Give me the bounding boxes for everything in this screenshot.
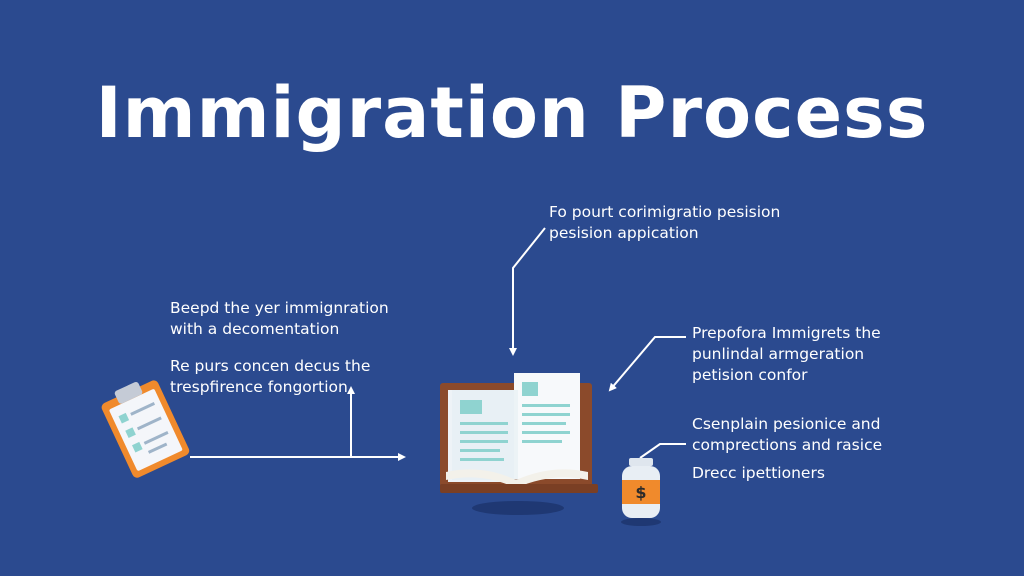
clipboard-checklist-icon [101,380,190,478]
label-right-2: Csenplain pesionice and comprections and… [692,414,882,456]
arrow-to-book-from-right [608,336,686,392]
connector-arrows [190,227,686,461]
label-left-2: Re purs concen decus the trespfirence fo… [170,356,370,398]
arrow-to-book-from-top [509,227,546,356]
label-top-line-1: Fo pourt corimigratio pesision [549,203,781,221]
label-top: Fo pourt corimigratio pesision pesision … [549,202,780,244]
currency-symbol: $ [635,483,646,502]
label-left-2-line-1: Re purs concen decus the [170,357,371,375]
label-right-2-line-2: comprections and rasice [692,436,883,454]
label-right-2-line-1: Csenplain pesionice and [692,415,881,433]
money-jar-icon: $ [621,458,661,526]
open-book-icon [440,373,598,515]
label-left-1-line-1: Beepd the yer immignration [170,299,389,317]
label-left-2-line-2: trespfirence fongortion [170,378,348,396]
label-top-line-2: pesision appication [549,224,699,242]
label-right-1-line-1: Prepofora Immigrets the [692,324,881,342]
label-right-1-line-3: petision confor [692,366,808,384]
label-right-3: Drecc ipettioners [692,464,825,482]
label-left-1: Beepd the yer immignration with a decome… [170,298,389,340]
label-left-1-line-2: with a decomentation [170,320,340,338]
page-title: Immigration Process [95,72,929,154]
label-right-1-line-2: punlindal armgeration [692,345,865,363]
label-right-1: Prepofora Immigrets the punlindal armger… [692,323,881,386]
arrow-from-jar [639,443,686,459]
